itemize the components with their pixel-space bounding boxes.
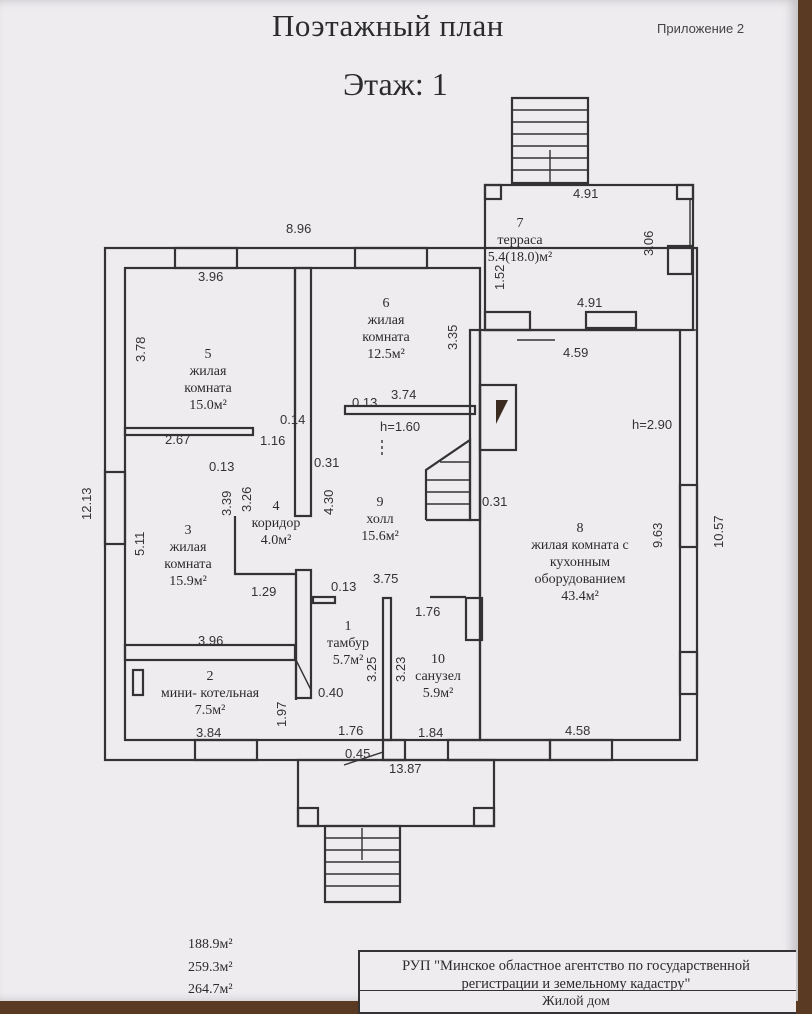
dim-r3-bottom: 3.96 (198, 633, 224, 648)
porch-post (472, 806, 496, 828)
dim-terrace-left: 1.52 (492, 264, 507, 290)
floor-label: Этаж: 1 (343, 66, 448, 102)
dim-r8-top: 4.59 (563, 345, 589, 360)
dim-339: 3.39 (219, 490, 234, 516)
dim-terrace-top: 4.91 (573, 186, 599, 201)
dim-terrace-bottom: 4.91 (577, 295, 603, 310)
object-name: Жилой дом (542, 994, 610, 1009)
window (173, 246, 239, 270)
wall-sanuzel-right (464, 596, 484, 642)
upper-stairs (510, 96, 590, 185)
dim-325: 3.25 (364, 656, 379, 682)
dim-left-overall: 12.13 (79, 487, 94, 520)
dim-wall-031-a: 0.31 (314, 455, 340, 470)
title-block-divider (360, 990, 796, 991)
dim-wall-045: 0.45 (345, 746, 371, 761)
window (678, 483, 699, 549)
dim-129: 1.29 (251, 584, 277, 599)
terrace-post (666, 244, 694, 276)
porch-post (296, 806, 320, 828)
dim-top-overall: 8.96 (286, 221, 312, 236)
window (678, 650, 699, 696)
dim-r3-top: 2.67 (165, 432, 191, 447)
dim-r5-side: 3.78 (133, 336, 148, 362)
entrance-post (381, 738, 407, 762)
wall-r3-r5 (123, 426, 255, 437)
organization-name: РУП "Минское областное агентство по госу… (402, 958, 750, 992)
total-area-2: 259.3м² (188, 960, 233, 975)
terrace-post (675, 183, 695, 201)
page-title: Поэтажный план (272, 8, 504, 43)
dim-wall-013-c: 0.13 (331, 579, 357, 594)
stair-arrow-mark (496, 400, 508, 424)
wall-hall-top (343, 404, 477, 416)
wall-stub (311, 595, 337, 605)
window (103, 470, 127, 546)
dim-176-b: 1.76 (338, 723, 364, 738)
inner-stairs (424, 437, 472, 522)
wall-sanuzel-left (381, 596, 393, 742)
wall-corridor (293, 266, 313, 518)
dim-430: 4.30 (321, 489, 336, 515)
inner-stairs-landing (478, 383, 518, 452)
dim-wall-014: 0.14 (280, 412, 306, 427)
dim-r8-bottom: 4.58 (565, 723, 591, 738)
window (548, 738, 614, 762)
dim-wall-031-b: 0.31 (482, 494, 508, 509)
dim-terrace-side: 3.06 (641, 230, 656, 256)
dim-197: 1.97 (274, 701, 289, 727)
terrace-rail (483, 310, 532, 332)
boiler-mark (131, 668, 145, 697)
title-block: РУП "Минское областное агентство по госу… (358, 950, 796, 1014)
wall-r2-r3 (123, 643, 297, 662)
dim-right-overall: 10.57 (711, 515, 726, 548)
dim-hall-top: 3.74 (391, 387, 417, 402)
wall-tambur (294, 568, 313, 700)
total-area-3: 264.7м² (188, 982, 233, 997)
dim-184: 1.84 (418, 725, 444, 740)
porch-stairs (323, 824, 402, 904)
floor-plan-drawing (103, 96, 699, 904)
wall-hall-right (468, 328, 482, 522)
dim-hall-height: h=1.60 (380, 419, 421, 434)
total-area-1: 188.9м² (188, 937, 233, 952)
window (353, 246, 429, 270)
dim-r2-bottom: 3.84 (196, 725, 222, 740)
dim-323: 3.23 (393, 656, 408, 682)
dim-326: 3.26 (239, 486, 254, 512)
window (193, 738, 259, 762)
wall-segment (446, 738, 552, 762)
dim-375: 3.75 (373, 571, 399, 586)
dim-r8-height: h=2.90 (632, 417, 673, 432)
dim-r3-side: 5.11 (132, 531, 147, 556)
dim-bottom-overall: 13.87 (389, 761, 422, 776)
dim-r5-top: 3.96 (198, 269, 224, 284)
terrace-rail (584, 310, 638, 330)
appendix-label: Приложение 2 (657, 21, 745, 36)
dim-r6-side: 3.35 (445, 324, 460, 350)
dim-r8-side: 9.63 (650, 522, 665, 548)
terrace-post (483, 183, 503, 201)
dim-116: 1.16 (260, 433, 286, 448)
dim-wall-013-b: 0.13 (209, 459, 235, 474)
dim-176-a: 1.76 (415, 604, 441, 619)
dim-wall-013-a: 0.13 (352, 395, 378, 410)
dim-wall-040: 0.40 (318, 685, 344, 700)
